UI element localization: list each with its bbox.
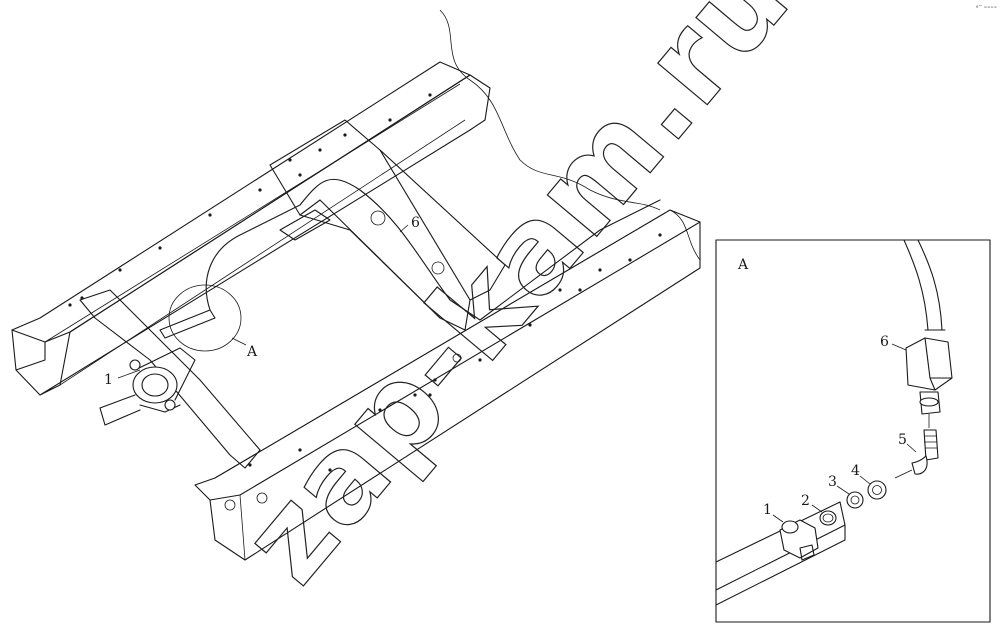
watermark: zap-kam.ru — [216, 0, 817, 608]
lock-nut — [867, 480, 887, 500]
detail-hose — [903, 239, 943, 331]
callout-detail-3: 3 — [828, 474, 837, 490]
detail-a-frame — [715, 239, 991, 623]
callout-detail-5: 5 — [898, 432, 907, 448]
outrigger-bracket — [79, 289, 261, 469]
detail-a-leader — [231, 337, 247, 346]
callout-main-6: 6 — [411, 215, 420, 231]
air-pipe — [99, 394, 141, 426]
callout-main-1: 1 — [104, 372, 113, 388]
clamp-assembly — [129, 347, 196, 413]
callout-main-a: A — [246, 344, 258, 360]
detail-frame-rail — [715, 501, 846, 606]
hose-hex-fitting — [905, 337, 953, 391]
cross-member — [269, 119, 471, 331]
callout-detail-6: 6 — [880, 334, 889, 350]
hose-line — [205, 178, 661, 321]
corner-mark-text: e™ ==== — [976, 4, 997, 9]
break-line-top — [439, 9, 661, 211]
break-line-right — [669, 209, 701, 261]
detail-a-title: A — [737, 257, 749, 273]
sealing-washer — [846, 491, 864, 509]
chassis-frame — [11, 9, 701, 561]
detail-a-view: A — [715, 239, 991, 623]
callout-detail-1: 1 — [763, 502, 772, 518]
frame-holes — [68, 93, 662, 511]
elbow-connector — [911, 429, 939, 475]
callout-detail-2: 2 — [801, 493, 810, 509]
o-ring — [819, 510, 837, 526]
detail-a-circle — [168, 284, 242, 352]
callout-detail-4: 4 — [851, 463, 860, 479]
